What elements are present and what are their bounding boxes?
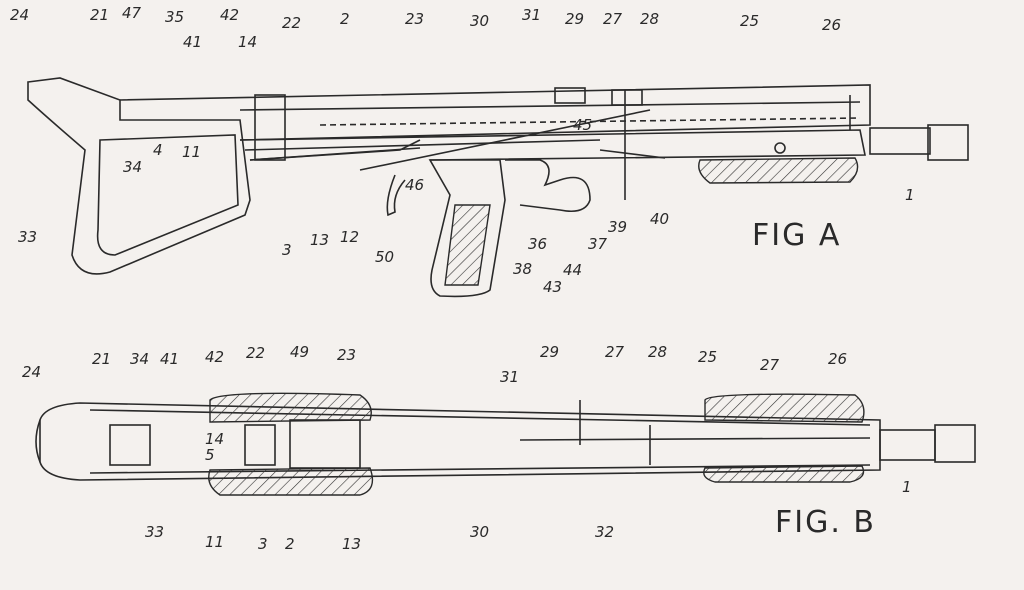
part-label: 35 xyxy=(165,8,185,26)
part-label: 24 xyxy=(10,6,30,24)
part-label: 14 xyxy=(205,430,225,448)
part-label: 42 xyxy=(205,348,225,366)
part-label: 11 xyxy=(182,143,202,161)
part-label: 43 xyxy=(543,278,563,296)
figure-a-drawing xyxy=(27,77,969,298)
part-label: 14 xyxy=(238,33,258,51)
part-label: 34 xyxy=(130,350,150,368)
part-label: 12 xyxy=(340,228,360,246)
part-label: 11 xyxy=(205,533,225,551)
part-label: 23 xyxy=(337,346,357,364)
part-label: 33 xyxy=(145,523,165,541)
part-label: 36 xyxy=(528,235,548,253)
part-label: 33 xyxy=(18,228,38,246)
part-label: 42 xyxy=(220,6,240,24)
part-label: 26 xyxy=(822,16,842,34)
part-label: 22 xyxy=(282,14,302,32)
part-label: 29 xyxy=(565,10,585,28)
grip-hatching xyxy=(444,204,491,286)
part-label: 31 xyxy=(500,368,520,386)
foregrip-hatching xyxy=(698,157,859,184)
part-label: 3 xyxy=(258,535,268,553)
part-label: 50 xyxy=(375,248,395,266)
part-label: 41 xyxy=(183,33,203,51)
part-label: 21 xyxy=(92,350,112,368)
part-label: 31 xyxy=(522,6,542,24)
part-label: 46 xyxy=(405,176,425,194)
part-label: 45 xyxy=(573,116,593,134)
part-label: 2 xyxy=(340,10,350,28)
front-pad-top-hatching xyxy=(209,392,372,423)
rear-pad-top-hatching xyxy=(704,393,865,423)
part-label: 13 xyxy=(342,535,362,553)
part-label: 27 xyxy=(760,356,780,374)
part-label: 27 xyxy=(603,10,623,28)
part-label: 32 xyxy=(595,523,615,541)
figure-a-title: FIG A xyxy=(752,218,842,253)
part-label: 30 xyxy=(470,523,490,541)
part-label: 39 xyxy=(608,218,628,236)
part-label: 47 xyxy=(122,4,142,22)
part-label: 44 xyxy=(563,261,583,279)
part-label: 37 xyxy=(588,235,608,253)
part-label: 22 xyxy=(246,344,266,362)
part-label: 49 xyxy=(290,343,310,361)
part-label: 1 xyxy=(905,186,915,204)
part-label: 5 xyxy=(205,446,215,464)
part-label: 23 xyxy=(405,10,425,28)
part-label: 29 xyxy=(540,343,560,361)
part-label: 2 xyxy=(285,535,295,553)
part-label: 24 xyxy=(22,363,42,381)
part-label: 27 xyxy=(605,343,625,361)
part-label: 34 xyxy=(123,158,143,176)
part-label: 21 xyxy=(90,6,110,24)
part-label: 25 xyxy=(698,348,718,366)
part-label: 41 xyxy=(160,350,180,368)
part-label: 25 xyxy=(740,12,760,30)
part-label: 28 xyxy=(648,343,668,361)
part-label: 38 xyxy=(513,260,533,278)
rear-pad-bottom-hatching xyxy=(703,465,865,483)
part-label: 30 xyxy=(470,12,490,30)
part-label: 40 xyxy=(650,210,670,228)
part-label: 3 xyxy=(282,241,292,259)
part-label: 4 xyxy=(153,141,163,159)
front-pad-bottom-hatching xyxy=(208,467,374,496)
part-label: 26 xyxy=(828,350,848,368)
figure-b-title: FIG. B xyxy=(775,505,877,540)
part-label: 13 xyxy=(310,231,330,249)
part-label: 28 xyxy=(640,10,660,28)
part-label: 1 xyxy=(902,478,912,496)
